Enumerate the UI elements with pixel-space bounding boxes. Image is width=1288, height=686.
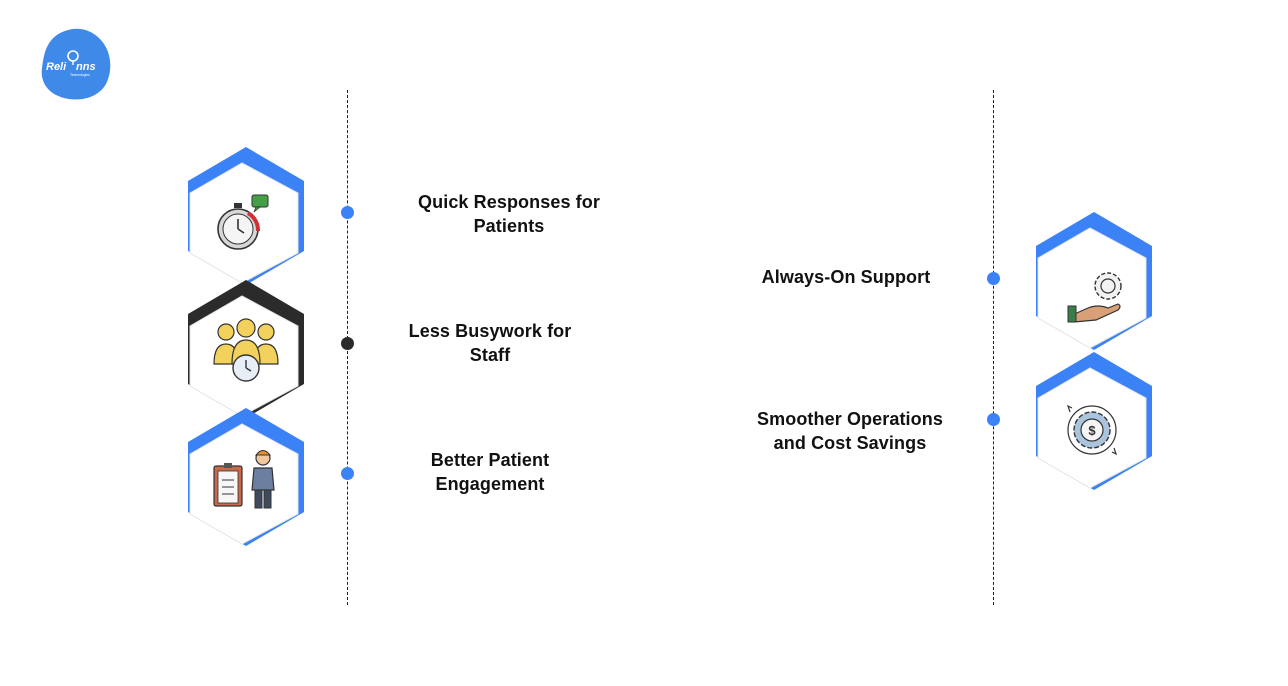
hand-gear-icon [1067,272,1122,323]
relinns-logo: Reli nns Technologies [38,28,114,102]
benefit-label-patient-engagement: Better Patient Engagement [430,450,550,494]
svg-text:$: $ [1088,423,1096,438]
timeline-line-right [993,90,994,605]
benefit-hexagon-smoother-operations: $ [1034,352,1154,492]
benefit-hexagon-less-busywork [186,280,306,420]
benefit-label-always-on: Always-On Support [761,267,931,287]
timeline-dot-always-on [987,272,1000,285]
logo-wordmark: Reli [46,61,67,73]
logo-tagline: Technologies [70,73,90,77]
benefit-hexagon-patient-engagement [186,408,306,548]
timeline-dot-quick-responses [341,206,354,219]
timeline-dot-less-busywork [341,337,354,350]
benefit-hexagon-quick-responses [186,147,306,287]
benefit-hexagon-always-on [1034,212,1154,352]
logo-wordmark-suffix: nns [76,61,96,73]
timeline-dot-smoother-operations [987,413,1000,426]
benefit-label-less-busywork: Less Busywork for Staff [408,321,572,365]
timeline-dot-patient-engagement [341,467,354,480]
benefit-label-smoother-operations: Smoother Operations and Cost Savings [757,409,943,453]
gear-dollar-icon: $ [1066,404,1118,456]
benefit-label-quick-responses: Quick Responses for Patients [418,192,600,236]
stopwatch-chat-icon [217,194,269,250]
clipboard-person-icon [213,450,275,509]
team-clock-icon [213,318,279,382]
